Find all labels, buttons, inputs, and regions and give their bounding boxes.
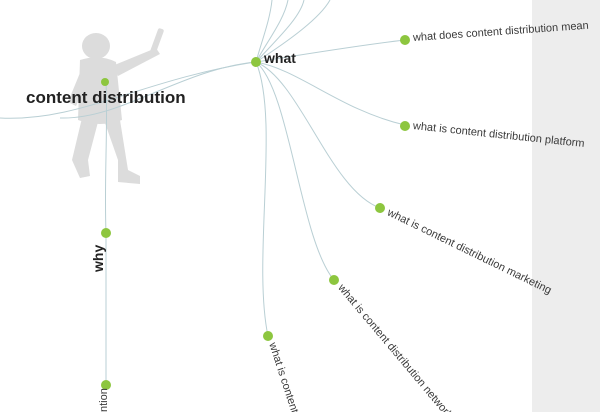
branch-node-what[interactable] (251, 57, 261, 67)
root-label[interactable]: content distribution (26, 88, 186, 107)
branch-label-why[interactable]: why (90, 244, 106, 272)
right-sidebar-strip (532, 0, 600, 412)
leaf-node-3[interactable] (375, 203, 385, 213)
branch-label-what[interactable]: what (264, 50, 296, 66)
why-child-label[interactable]: ntion (98, 388, 110, 412)
robot-silhouette-icon (68, 28, 164, 184)
leaf-node-5[interactable] (263, 331, 273, 341)
leaf-node-2[interactable] (400, 121, 410, 131)
why-child-node[interactable] (101, 380, 111, 390)
root-node[interactable] (101, 78, 109, 86)
leaf-node-1[interactable] (400, 35, 410, 45)
branch-node-why[interactable] (101, 228, 111, 238)
leaf-node-4[interactable] (329, 275, 339, 285)
